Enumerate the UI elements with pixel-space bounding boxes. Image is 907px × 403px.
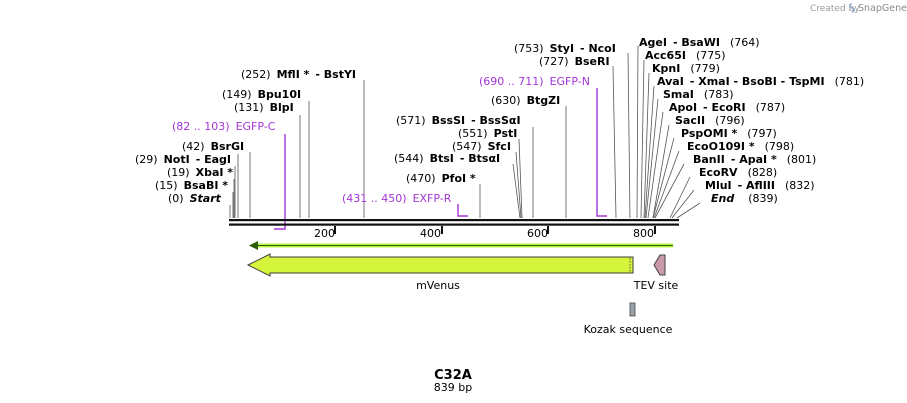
site-blpi[interactable]: (131)BlpI <box>234 101 294 114</box>
site-ecoo109i[interactable]: EcoO109I *(798) <box>687 140 794 153</box>
plasmid-name: C32A <box>434 368 472 383</box>
site-end[interactable]: End(839) <box>711 192 778 205</box>
site-btgzi[interactable]: (630)BtgZI <box>491 94 560 107</box>
credit-text: Created by <box>810 4 860 14</box>
ruler-tick-200: 200 <box>314 227 335 240</box>
site-btsi[interactable]: (544)BtsI- BtsαI <box>394 152 500 165</box>
site-sfci[interactable]: (547)SfcI <box>452 140 511 153</box>
site-apoi[interactable]: ApoI- EcoRI(787) <box>669 101 785 114</box>
kozak-feature[interactable] <box>629 302 636 317</box>
site-banii[interactable]: BanII- ApaI *(801) <box>693 153 816 166</box>
brand-text: SnapGene <box>858 3 907 14</box>
site-psp-omi[interactable]: PspOMI *(797) <box>681 127 777 140</box>
site-acc65i[interactable]: Acc65I(775) <box>645 49 726 62</box>
mvenus-label: mVenus <box>416 279 460 292</box>
site-smai[interactable]: SmaI(783) <box>663 88 734 101</box>
site-bpu10i[interactable]: (149)Bpu10I <box>222 88 301 101</box>
site-bsssi[interactable]: (571)BssSI- BssSαI <box>396 114 521 127</box>
site-bseri[interactable]: (727)BseRI <box>539 55 610 68</box>
site-mlui[interactable]: MluI- AflIII(832) <box>705 179 815 192</box>
site-avai[interactable]: AvaI- XmaI - BsoBI - TspMI(781) <box>657 75 864 88</box>
ruler-tick-600: 600 <box>527 227 548 240</box>
site-bsrgi[interactable]: (42)BsrGI <box>182 140 244 153</box>
primer-exfp-r-mark <box>457 204 468 217</box>
ruler-tick-400: 400 <box>420 227 441 240</box>
tev-site-label: TEV site <box>633 279 679 292</box>
primer-egfp-c-label[interactable]: (82 .. 103)EGFP-C <box>172 120 276 133</box>
site-ecorv[interactable]: EcoRV(828) <box>699 166 777 179</box>
snapgene-logo-icon <box>849 3 855 13</box>
plasmid-length: 839 bp <box>434 381 472 394</box>
site-sacii[interactable]: SacII(796) <box>675 114 745 127</box>
primer-egfp-n-label[interactable]: (690 .. 711)EGFP-N <box>479 75 590 88</box>
site-bsabi[interactable]: (15)BsaBI * <box>155 179 228 192</box>
mvenus-feature[interactable] <box>246 253 634 277</box>
ruler-tick-800: 800 <box>633 227 654 240</box>
primer-exfp-r-label[interactable]: (431 .. 450)EXFP-R <box>342 192 452 205</box>
site-xbai[interactable]: (19)XbaI * <box>167 166 233 179</box>
tev-site-feature[interactable] <box>653 254 666 276</box>
ruler: 200 400 600 800 <box>314 226 656 240</box>
site-kpni[interactable]: KpnI(779) <box>652 62 720 75</box>
site-psti[interactable]: (551)PstI <box>458 127 517 140</box>
site-lines <box>229 45 701 219</box>
site-mfli[interactable]: (252)MflI *- BstYI <box>241 68 356 81</box>
site-agei[interactable]: AgeI- BsaWI(764) <box>639 36 760 49</box>
site-pfoi[interactable]: (470)PfoI * <box>406 172 476 185</box>
site-noti[interactable]: (29)NotI- EagI <box>135 153 231 166</box>
primer-marks <box>274 88 607 230</box>
site-start[interactable]: (0)Start <box>168 192 222 205</box>
site-styi[interactable]: (753)StyI- NcoI <box>514 42 616 55</box>
orf-line <box>249 241 673 250</box>
kozak-label: Kozak sequence <box>584 323 673 336</box>
primer-egfp-n-mark <box>596 88 607 217</box>
primer-egfp-c-mark <box>274 134 286 230</box>
sequence-backbone <box>229 219 679 226</box>
